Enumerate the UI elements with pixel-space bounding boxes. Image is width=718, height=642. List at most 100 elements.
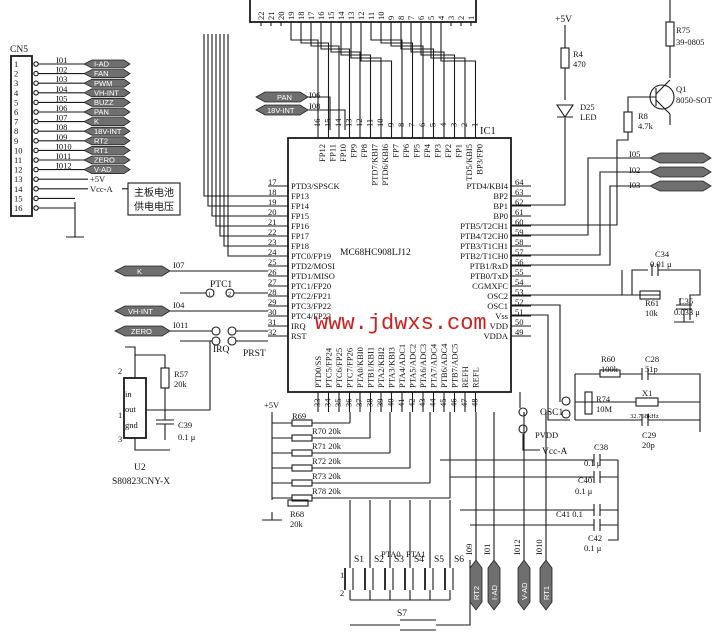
tag-i-ad (83, 59, 131, 69)
res-label-0: R69 (292, 411, 306, 421)
ic-pin-50: 50 (515, 317, 524, 327)
tag-label-2: PWM (94, 79, 112, 88)
ic-pin-name-30: PTC4/FP23 (291, 311, 331, 321)
svg-text:in: in (125, 389, 132, 399)
ic-pin-name-6: FP4 (422, 143, 432, 157)
ic-pin-name-7: FP5 (412, 144, 422, 158)
left-nets: PAN 18V-INT I06 I08 K I07 PTC1 1 2 VH-IN… (114, 90, 346, 359)
header-pin-22: 22 (256, 12, 266, 21)
switch-S2: S2 (374, 555, 384, 565)
ic-pin-name-23: FP18 (291, 241, 309, 251)
cn5-pin-3: 3 (14, 78, 18, 88)
ic-pin-54: 54 (515, 277, 524, 287)
svg-text:PTA0: PTA0 (381, 549, 401, 559)
tag-rt2 (83, 136, 131, 146)
ic-pin-29: 29 (268, 297, 277, 307)
header-pin-3: 3 (446, 16, 456, 20)
ic-pin-26: 26 (268, 267, 277, 277)
cn5-label: CN5 (10, 45, 28, 55)
ic-pin-9: 9 (386, 123, 396, 127)
ic-pin-name-12: FP8 (359, 144, 369, 158)
svg-text:I02: I02 (629, 165, 640, 175)
cn5-io-I01: I01 (56, 55, 67, 65)
ic-pin-name-50: VDD (490, 321, 508, 331)
ic-pin-8: 8 (396, 123, 406, 127)
res-label-4: R73 20k (312, 471, 342, 481)
tag-label-9: RT1 (94, 146, 108, 155)
svg-text:R57: R57 (174, 369, 188, 379)
svg-text:C40: C40 (578, 475, 592, 485)
svg-text:C29: C29 (642, 430, 656, 440)
ic-pin-28: 28 (268, 287, 277, 297)
ic-pin-name-51: Vss (495, 311, 508, 321)
ic-pin-48: 48 (470, 399, 480, 408)
svg-text:20k: 20k (290, 519, 304, 529)
svg-text:供电电压: 供电电压 (134, 200, 174, 213)
svg-text:R75: R75 (676, 25, 690, 35)
ic-pin-name-64: PTD4/KBI4 (466, 181, 508, 191)
ic-pin-14: 14 (333, 118, 343, 127)
tag-bottom-label-2: V-AD (520, 582, 529, 600)
svg-text:3: 3 (118, 434, 122, 444)
ic-pin-name-60: PTB5/T2CH1 (460, 221, 508, 231)
header-pin-5: 5 (426, 16, 436, 20)
ic-pin-name-29: PTC3/FP22 (291, 301, 331, 311)
ic-pin-16: 16 (312, 119, 322, 128)
res-label-3: R72 20k (312, 456, 342, 466)
tag-bottom-0 (469, 559, 483, 611)
ic-pin-63: 63 (515, 187, 524, 197)
svg-text:PTA1: PTA1 (406, 549, 426, 559)
header-pin-11: 11 (366, 12, 376, 20)
svg-text:0.1 μ: 0.1 μ (178, 432, 196, 442)
svg-text:2: 2 (340, 588, 344, 598)
cn5-io-I04: I04 (56, 84, 68, 94)
ic-pin-15: 15 (323, 119, 333, 128)
cn5-io-I08: I08 (56, 122, 67, 132)
svg-text:U2: U2 (134, 463, 146, 473)
tag-rt1 (83, 146, 131, 155)
svg-text:ZERO: ZERO (131, 327, 152, 336)
ic-pin-name-5: FP3 (433, 144, 443, 158)
ic-pin-24: 24 (268, 247, 277, 257)
cn5-pin-10: 10 (14, 145, 23, 155)
header-pin-1: 1 (466, 16, 476, 20)
header-pin-8: 8 (396, 16, 406, 20)
right-nets: +5V R4 470 D25 LED R75 39-0805 Q1 8050-S… (511, 0, 713, 450)
header-pin-10: 10 (376, 12, 386, 21)
ic-pin-name-24: PTC0/FP19 (291, 251, 331, 261)
cn5-io-I02: I02 (56, 65, 67, 75)
svg-text:R4: R4 (573, 49, 584, 59)
ic-pin-46: 46 (449, 399, 459, 408)
ic-pin-name-56: PTB1/RxD (470, 261, 508, 271)
tag-label-11: V-AD (94, 165, 112, 174)
cn5-pin-15: 15 (14, 193, 23, 203)
header-pin-4: 4 (436, 15, 446, 20)
ic-pin-51: 51 (515, 307, 524, 317)
svg-text:10M: 10M (596, 404, 613, 414)
tag-zero (83, 155, 131, 165)
ic-pin-name-38: PTB1/KBI1 (366, 347, 376, 388)
cn5-5v: +5V (90, 174, 106, 184)
svg-text:OSC1: OSC1 (540, 408, 563, 418)
ic-pin-32: 32 (268, 327, 277, 337)
svg-text:0.01 μ: 0.01 μ (650, 259, 672, 269)
ic-pin-name-3: FP1 (454, 144, 464, 158)
res-label-5: R78 20k (312, 486, 342, 496)
ic-pin-59: 59 (515, 227, 524, 237)
switch-S6: S6 (454, 555, 464, 565)
res-label-1: R70 20k (312, 426, 342, 436)
ic-pin-44: 44 (428, 398, 438, 407)
ic-pin-52: 52 (515, 297, 524, 307)
cn5-pin-16: 16 (14, 203, 23, 213)
cn5-pin-9: 9 (14, 136, 18, 146)
ic-pin-31: 31 (268, 317, 277, 327)
cn5-io-I010: I010 (56, 141, 72, 151)
ic-pin-name-33: PTD0/SS (313, 356, 323, 388)
svg-text:R60: R60 (601, 354, 615, 364)
ic-pin-11: 11 (365, 119, 375, 127)
ic-pin-name-44: PTA7/ADC4 (429, 343, 439, 388)
ic-pin-36: 36 (344, 399, 354, 408)
ic-pin-23: 23 (268, 237, 277, 247)
cn5-vcca: Vcc-A (90, 184, 114, 194)
